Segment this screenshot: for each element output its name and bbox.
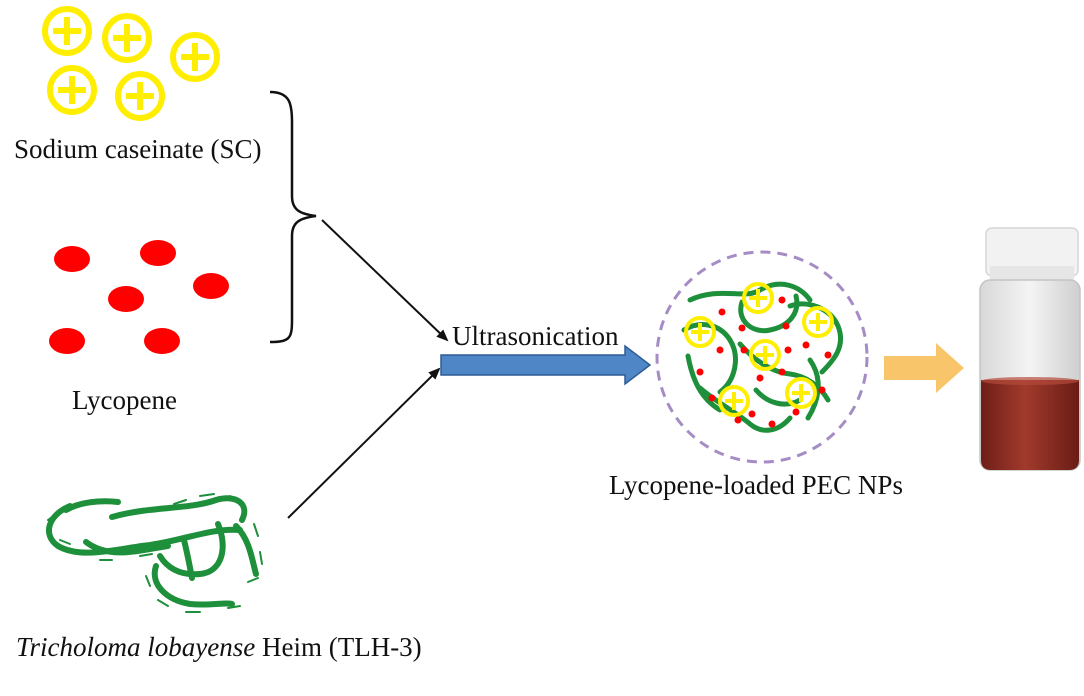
label-tlh-3: Tricholoma lobayense Heim (TLH-3) [16,632,422,663]
casein-particle-icon [170,32,220,82]
casein-particle-icon [684,316,716,348]
result-arrow [884,343,964,393]
process-arrow [440,344,652,386]
nanoparticle-illustration [655,250,869,464]
lycopene-particle-icon [144,328,180,354]
label-lycopene: Lycopene [72,385,177,415]
casein-particle-icon [785,377,817,409]
casein-particle-icon [47,65,97,115]
lycopene-particle-icon [49,328,85,354]
arrow-tlh-to-process [287,367,441,519]
label-lycopene-loaded-pec-nps: Lycopene-loaded PEC NPs [609,470,903,500]
label-sodium-caseinate: Sodium caseinate (SC) [14,134,262,164]
np-lycopene-particles [696,296,832,428]
lycopene-particle-icon [54,246,90,272]
arrow-mix-to-process [321,219,449,342]
np-casein-particles [684,282,834,417]
lycopene-particle-icon [108,286,144,312]
casein-particle-icon [718,385,750,417]
casein-particle-icon [749,339,781,371]
casein-particle-icon [802,306,834,338]
casein-particle-icon [42,6,92,56]
sample-vial-icon [979,227,1081,471]
lycopene-particle-icon [140,240,176,266]
casein-particle-icon [742,282,774,314]
grouping-brace [269,90,317,344]
polysaccharide-chain-icon [46,493,263,613]
casein-particle-icon [115,71,165,121]
sodium-caseinate-particles [42,6,220,121]
casein-particle-icon [102,13,152,63]
lycopene-particle-icon [193,273,229,299]
label-tlh-species: Tricholoma lobayense [16,632,256,662]
lycopene-particles [49,240,229,354]
label-ultrasonication: Ultrasonication [452,321,619,351]
label-tlh-suffix: Heim (TLH-3) [255,632,422,662]
nanoparticle-boundary [655,250,869,464]
